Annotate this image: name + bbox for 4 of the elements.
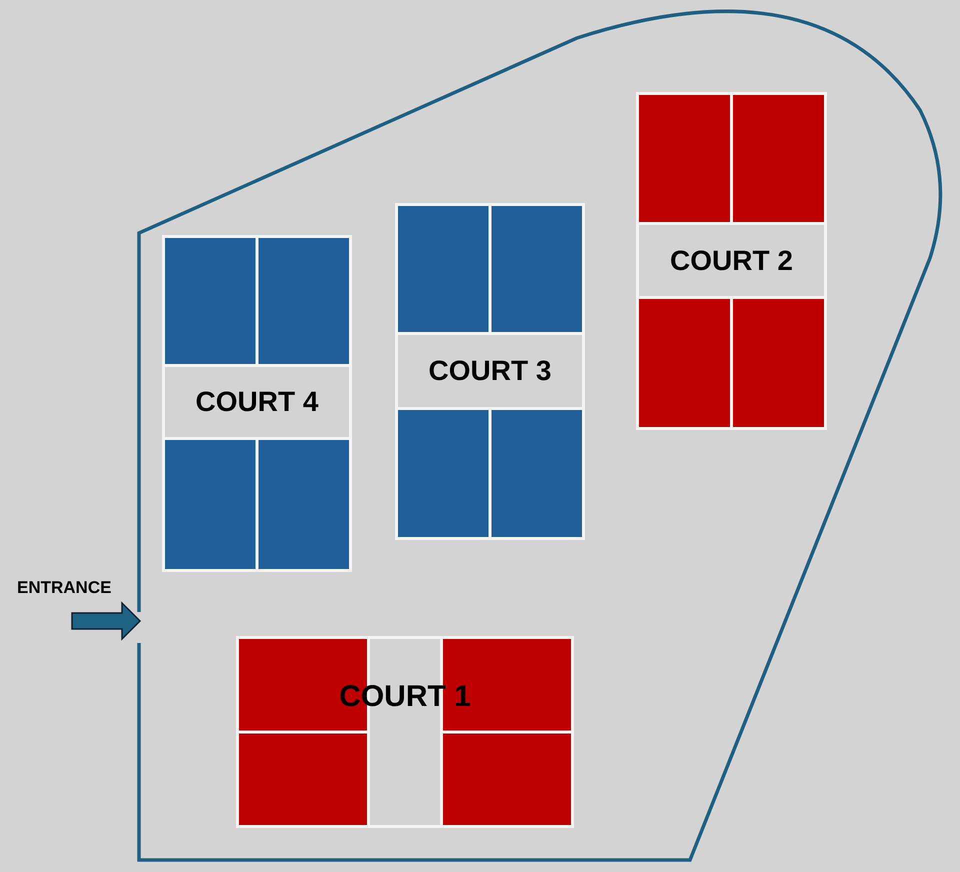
court-label: COURT 3 — [428, 355, 552, 387]
court-label: COURT 4 — [196, 386, 318, 418]
entrance-label: ENTRANCE — [17, 578, 112, 598]
court-label: COURT 2 — [670, 244, 793, 276]
